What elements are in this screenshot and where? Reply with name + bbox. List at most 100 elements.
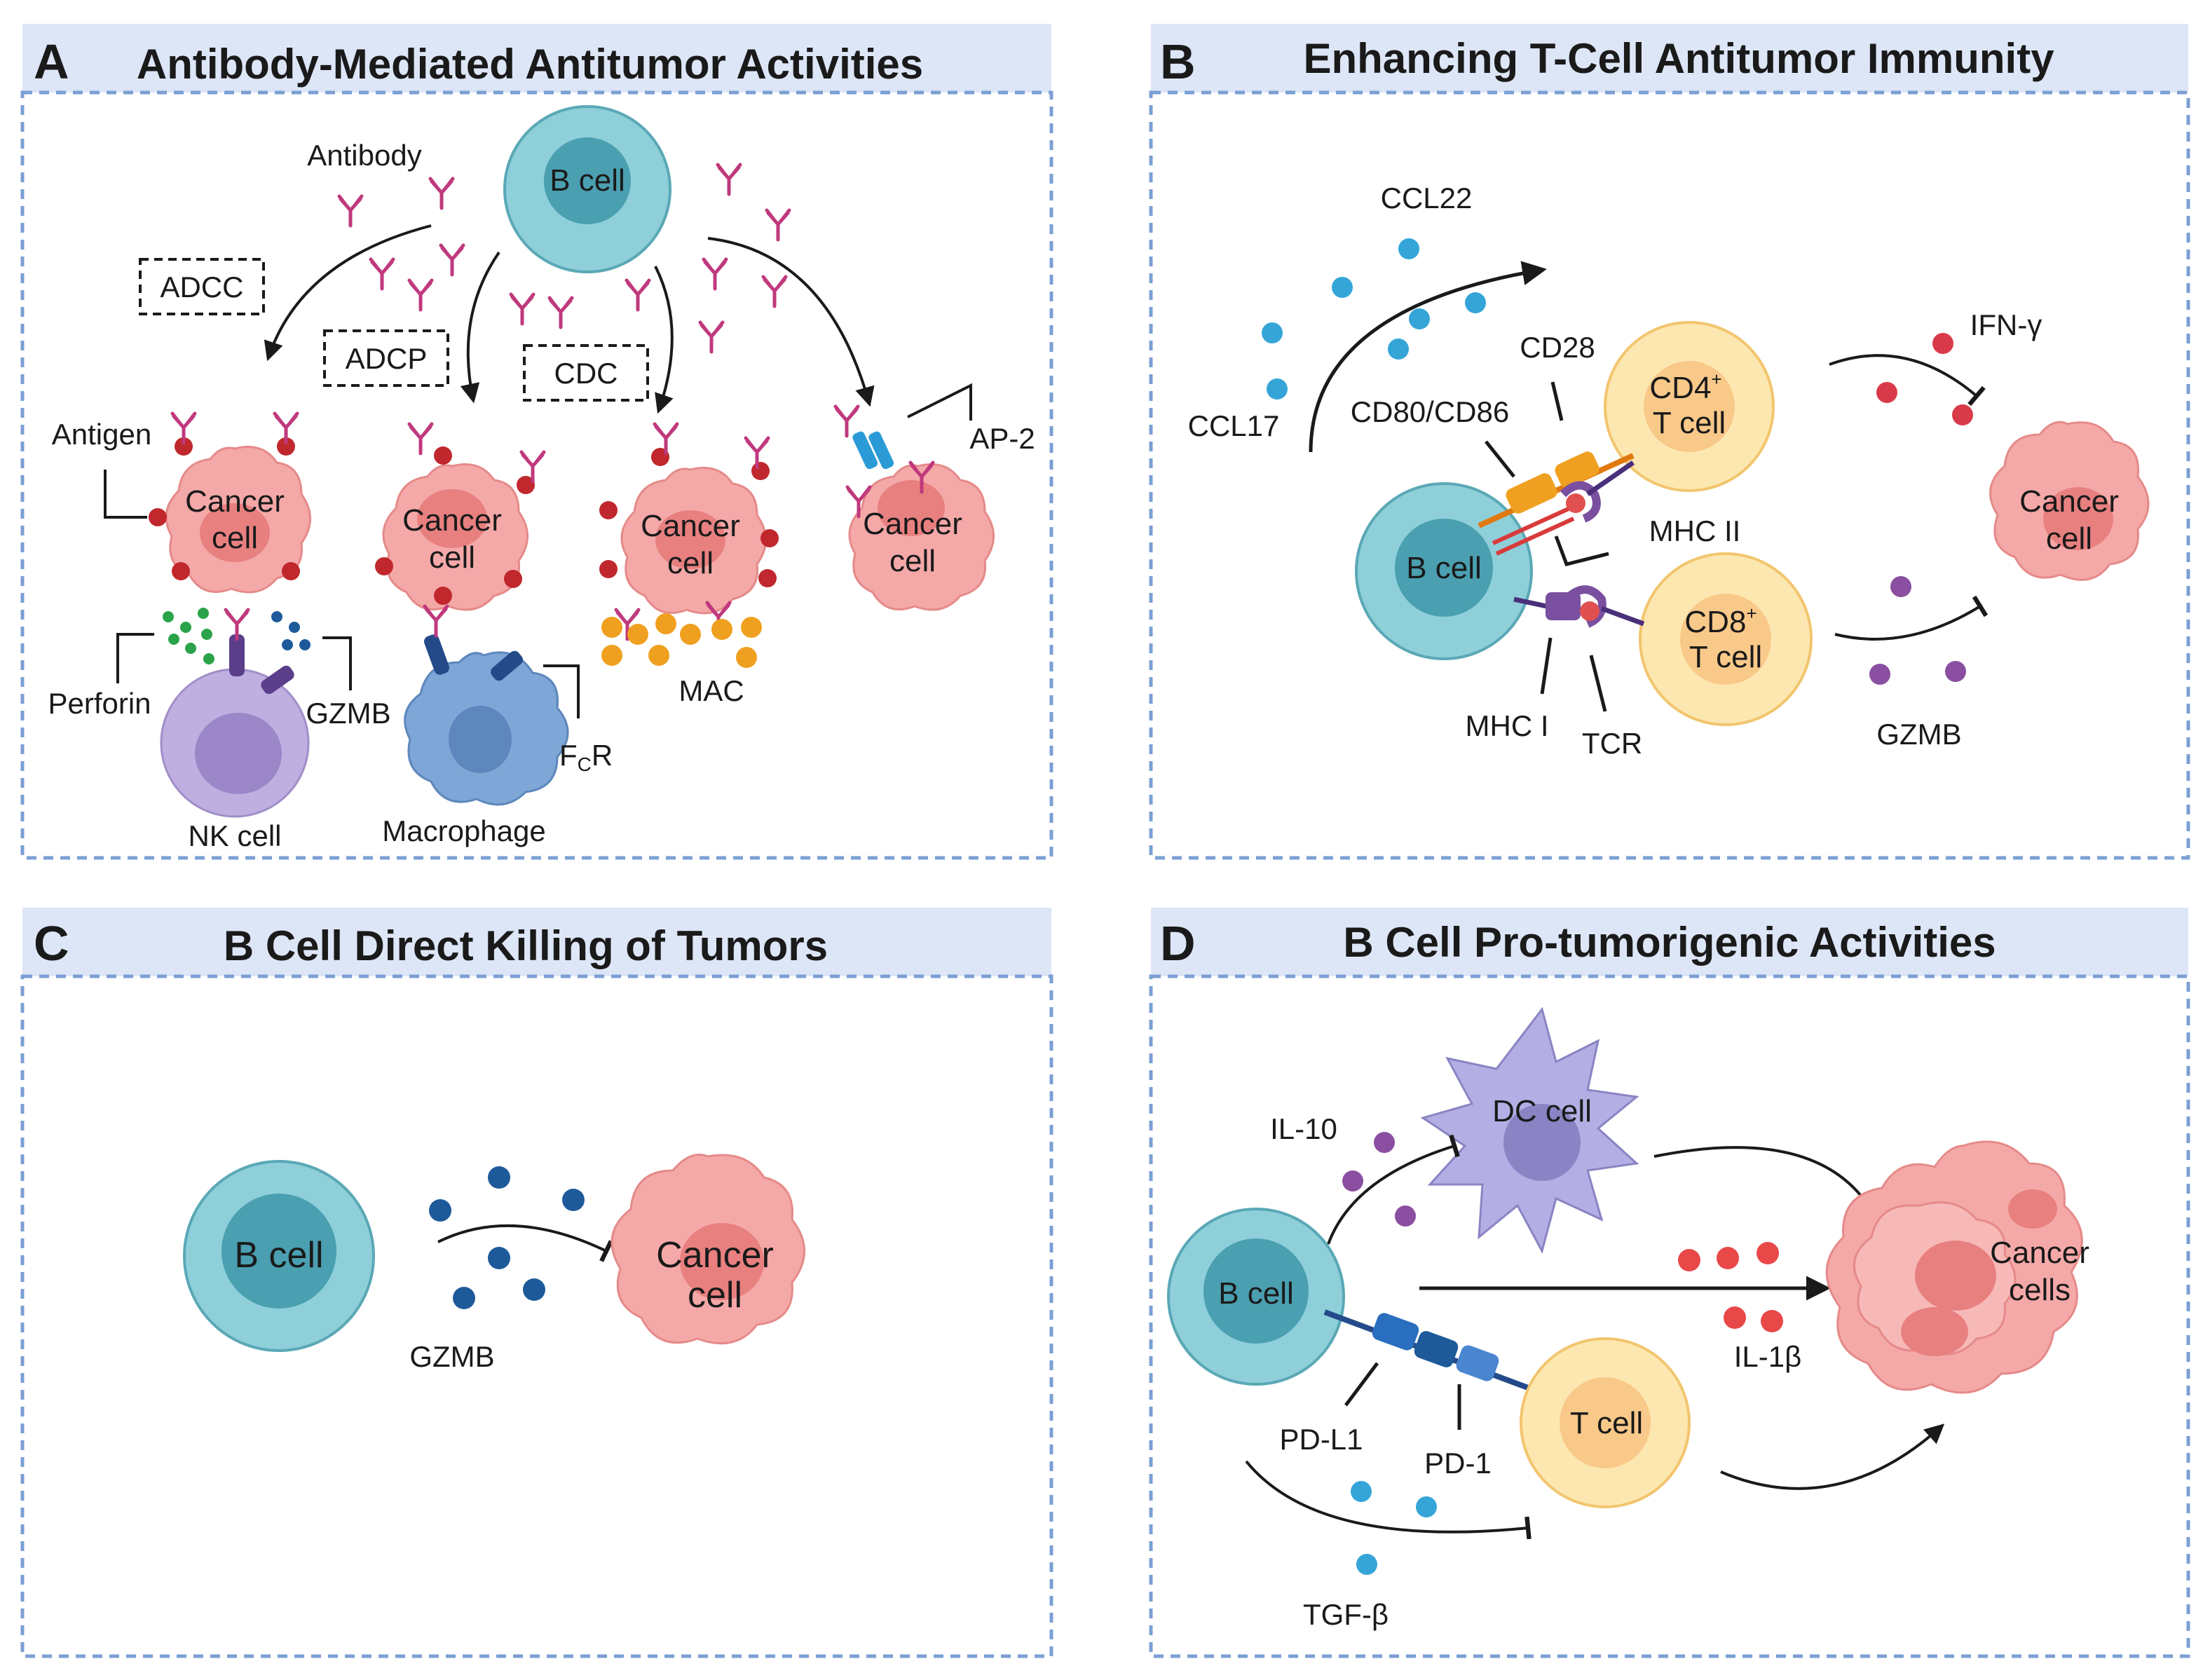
pd-receptors [1323,1309,1529,1391]
ap2-pointer [907,383,972,421]
ap2-arrow [707,237,875,407]
panel-a-title: Antibody-Mediated Antitumor Activities [137,41,923,88]
ccl17-label: CCL17 [1188,409,1280,442]
gzmb-dots [1869,576,1966,685]
cancer-cell-cdc-label-2: cell [667,546,714,580]
nk-cell [160,608,311,818]
panel-b-letter: B [1160,34,1196,89]
mac-complex [601,613,762,668]
b-cell: B cell [503,105,671,273]
cancer-cell-adcp-label-1: Cancer [402,503,502,538]
cd28-label: CD28 [1520,331,1595,364]
cd28-pointer [1550,381,1564,421]
mac-label: MAC [678,674,744,707]
cd8-label-main: CD8 [1684,605,1746,639]
dc-cell: DC cell [1420,1006,1639,1255]
tgfb-label: TGF-β [1303,1598,1389,1631]
mhc2-pointer [1554,535,1609,566]
panel-d-letter: D [1160,916,1196,971]
panel-d-title: B Cell Pro-tumorigenic Activities [1343,919,1996,966]
ifng-label: IFN-γ [1970,308,2042,341]
costim-receptors [1478,451,1645,628]
panel-c-header [22,908,1051,976]
cancer-cell-ap2: Cancer cell [835,407,995,611]
tcr-pointer [1589,655,1607,712]
fcr-label: FCR [559,739,613,775]
adcc-box [139,258,265,315]
gzmb-dots [429,1166,585,1309]
tgfb-dots [1351,1481,1437,1575]
cd4-label-sup: + [1711,369,1721,390]
cancer-cell-b-label-2: cell [2046,521,2092,556]
cdc-arrow [654,266,674,414]
mhc1-label: MHC I [1466,709,1549,742]
il1b-label: IL-1β [1734,1340,1802,1373]
mhc2-label: MHC II [1649,514,1741,547]
cd8-t-cell: CD8+ T cell [1639,552,1813,726]
antigen-label: Antigen [52,418,151,451]
gzmb-inhibit [1834,595,1989,641]
cancer-cell-ap2-label-1: Cancer [863,507,962,541]
perforin-granules [163,608,214,664]
cd8-label-sup: + [1746,603,1757,624]
cancer-cells-cluster: Cancer cells [1825,1140,2089,1394]
cd8-label: CD8+ [1684,603,1757,639]
b-cell: B cell [1167,1208,1345,1386]
gzmb-label: GZMB [306,697,390,730]
fcr-label-end: R [592,739,613,772]
perforin-pointer [116,633,154,683]
panel-c: C B Cell Direct Killing of Tumors B cell… [20,908,1053,1658]
ifng-inhibit [1829,354,1986,407]
b-cell: B cell [1355,482,1533,660]
panel-c-letter: C [34,916,69,971]
cancer-cell-b-label-1: Cancer [2019,484,2119,519]
tgfb-inhibit [1245,1460,1532,1540]
il10-dots [1342,1132,1416,1227]
panel-c-border [20,974,1053,1658]
panel-b-border [1149,90,2190,860]
cd8-t-cell-label: T cell [1689,640,1762,674]
cancer-cell-c-label-2: cell [688,1275,742,1316]
mhc1-pointer [1540,637,1553,695]
panel-b-header [1151,24,2188,93]
cancer-cell-b: Cancer cell [1989,421,2150,581]
panel-b: B Enhancing T-Cell Antitumor Immunity CC… [1149,24,2190,860]
cd4-label-main: CD4 [1649,371,1711,405]
dc-to-cancer-arrow [1653,1146,1881,1227]
gzmb-label: GZMB [1876,718,1961,751]
cancer-cell-adcp-label-2: cell [429,540,475,575]
b-cell-label: B cell [234,1235,323,1276]
cd80-pointer [1485,440,1515,478]
tcr-label: TCR [1582,727,1642,760]
cancer-cell-cdc-label-1: Cancer [641,509,740,543]
il10-inhibit [1327,1134,1460,1245]
b-cell-label: B cell [550,163,625,198]
cancer-cell-adcc-label-1: Cancer [185,484,285,519]
dc-cell-label: DC cell [1492,1094,1592,1128]
cancer-cell-adcc-label-2: cell [212,521,258,555]
adcc-label: ADCC [160,271,243,303]
fcr-label-main: F [559,739,578,772]
macrophage-label: Macrophage [382,814,545,847]
cancer-cell-c-label-1: Cancer [656,1235,774,1276]
cancer-cell-cdc: Cancer cell [599,424,779,668]
chemokine-dots [1262,238,1486,399]
cd4-t-cell: CD4+ T cell [1604,321,1775,492]
ap2-label: AP-2 [969,422,1035,455]
gzmb-granules [271,611,311,650]
nk-cell-label: NK cell [188,819,281,852]
panel-d: D B Cell Pro-tumorigenic Activities DC c… [1149,908,2190,1658]
cancer-cell-adcc: Cancer cell [149,414,311,594]
ccl22-label: CCL22 [1381,182,1473,214]
t-cell-label: T cell [1570,1406,1643,1440]
b-cell-label: B cell [1218,1276,1294,1311]
adcc-arrow [264,224,432,362]
cancer-cell-adcp: Cancer cell [375,424,544,611]
panel-a-border [20,90,1053,860]
t-cell: T cell [1520,1337,1691,1508]
cd80-cd86-label: CD80/CD86 [1351,395,1509,428]
il10-label: IL-10 [1270,1112,1337,1145]
fcr-label-sub: C [578,753,592,775]
pd1-label: PD-1 [1424,1447,1492,1480]
